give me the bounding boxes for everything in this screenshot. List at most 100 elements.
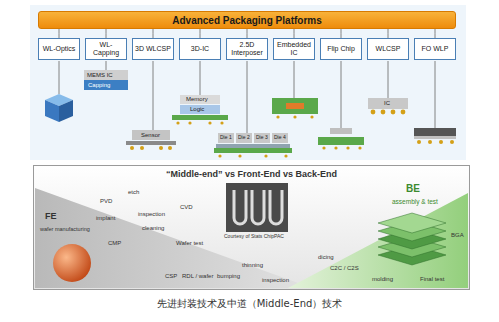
part-label: dicing (318, 254, 334, 261)
leader-line (294, 61, 295, 98)
interposer (216, 144, 290, 148)
cube-face (59, 100, 73, 122)
solder-bump (439, 140, 443, 144)
back-end-wedge (288, 193, 468, 288)
platform-box: Embedded IC (273, 38, 315, 60)
node-text: Advanced Packaging Platforms (172, 15, 322, 26)
via-profile (234, 190, 246, 224)
part-label: IC (384, 100, 390, 107)
cube-face (45, 100, 59, 122)
substrate (214, 148, 292, 153)
memory-die (180, 95, 220, 104)
leader-line (435, 61, 436, 128)
substrate (126, 141, 176, 145)
connector (59, 29, 60, 38)
connector (106, 29, 107, 38)
solder-bump (220, 121, 223, 124)
cross-section-photo (226, 183, 288, 232)
embedded-die (286, 103, 304, 109)
interposer-package (214, 133, 292, 158)
part-label: CSP (165, 273, 177, 280)
die (218, 133, 234, 143)
solder-bump (417, 140, 421, 144)
leader-line (153, 61, 154, 130)
connector (388, 29, 389, 38)
solder-bump (238, 154, 241, 157)
part-label: Die 3 (256, 135, 268, 141)
solder-bump (293, 115, 296, 118)
fowlp-package (414, 128, 456, 144)
part-label: CMP (108, 240, 121, 247)
platform-box: 3D-IC (179, 38, 221, 60)
leader-line (59, 61, 60, 94)
flip-chip-package (318, 128, 364, 150)
solder-bump (264, 154, 267, 157)
node-text: “Middle-end” vs Front-End vs Back-End (34, 169, 469, 179)
part-label: Courtesy of Stats ChipPAC (224, 234, 284, 240)
part-label: wafer manufacturing (40, 226, 90, 232)
chip (368, 98, 408, 109)
solder-bump (346, 146, 349, 149)
chip (330, 128, 352, 134)
part-label: Die 2 (238, 135, 250, 141)
solder-bump (208, 121, 211, 124)
photo-ground (226, 183, 288, 232)
part-label: Memory (186, 96, 208, 103)
node-text: WL-Capping (88, 41, 124, 56)
solder-bump (381, 110, 386, 115)
solder-bump (130, 146, 134, 150)
solder-bump (276, 115, 279, 118)
platform-box: 3D WLCSP (132, 38, 174, 60)
platform-box: WL-Capping (85, 38, 127, 60)
part-label: assembly & test (392, 198, 438, 205)
solder-bump (358, 146, 361, 149)
leader-line (341, 61, 342, 128)
solder-bump (334, 146, 337, 149)
solder-bump (391, 110, 396, 115)
package-stack (378, 213, 446, 265)
solder-bump (284, 154, 287, 157)
connector (200, 29, 201, 38)
mold (414, 128, 456, 136)
part-label: inspection (262, 277, 289, 284)
part-label: FE (45, 212, 57, 222)
solder-bump (188, 121, 191, 124)
part-label: implant (96, 215, 115, 222)
part-label: Capping (88, 82, 110, 89)
optics-cube (45, 94, 73, 122)
part-label: PVD (100, 198, 112, 205)
sensor-package (126, 130, 176, 150)
platform-panel (30, 5, 466, 160)
platform-box: 2.5D Interposer (226, 38, 268, 60)
part-label: etch (128, 189, 139, 196)
part-label: Logic (190, 106, 204, 113)
part-label: inspection (138, 211, 165, 218)
platform-box: WLCSP (367, 38, 409, 60)
via-profile (270, 190, 282, 224)
front-end-wedge (35, 188, 312, 288)
wlcsp-package (368, 98, 408, 114)
via-profile (252, 190, 264, 224)
solder-bump (371, 110, 376, 115)
part-label: Die 4 (274, 135, 286, 141)
leader-lines (59, 61, 435, 133)
part-label: Sensor (141, 132, 160, 139)
capping-layer (84, 80, 128, 90)
leader-line (200, 61, 201, 95)
part-label: bumping (217, 273, 240, 280)
connector (435, 29, 436, 38)
part-label: molding (372, 276, 393, 283)
connector (153, 29, 154, 38)
part-label: BGA (451, 232, 464, 239)
part-label: Die 1 (220, 135, 232, 141)
mems-chip (84, 70, 128, 80)
rdl-layer (414, 136, 456, 139)
sensor-chip (132, 130, 170, 140)
node-text: Flip Chip (327, 45, 355, 53)
die (272, 133, 288, 143)
mems-stack (84, 70, 128, 90)
node-text: 3D-IC (191, 45, 209, 53)
panel-ground (33, 165, 470, 290)
node-text: FO WLP (422, 45, 449, 53)
part-label: thinning (242, 262, 263, 269)
